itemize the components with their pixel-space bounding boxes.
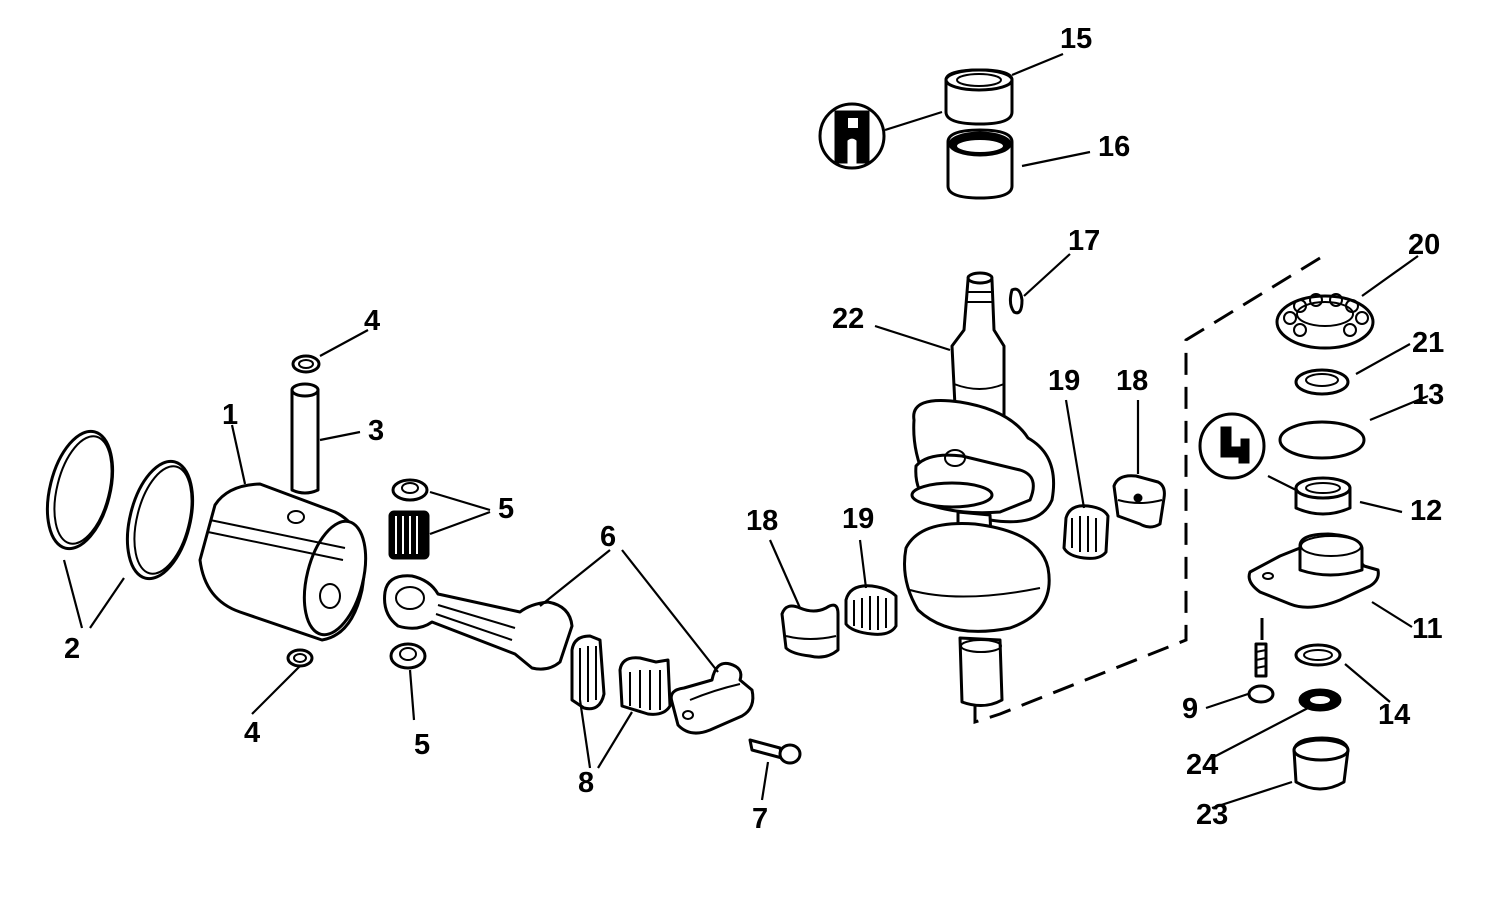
assembly-dashed-line [973, 256, 1321, 725]
retaining-ring [1294, 368, 1350, 396]
crankshaft-seal-top [944, 68, 1014, 126]
thrust-washer-top [391, 478, 429, 502]
callout-22: 22 [832, 303, 864, 335]
thrust-washer-bottom [389, 642, 427, 670]
o-ring [1278, 420, 1366, 460]
callout-8: 8 [578, 767, 594, 799]
callout-9: 9 [1182, 693, 1198, 725]
callout-5-lower: 5 [414, 729, 430, 761]
callout-16: 16 [1098, 131, 1130, 163]
seal-lower [1294, 476, 1352, 516]
crank-needle-bearing-upper [1062, 504, 1110, 560]
callout-5-upper: 5 [498, 493, 514, 525]
callout-21: 21 [1412, 327, 1444, 359]
callout-6: 6 [600, 521, 616, 553]
callout-15: 15 [1060, 23, 1092, 55]
callout-7: 7 [752, 803, 768, 835]
callout-19-upper: 19 [1048, 365, 1080, 397]
woodruff-key [1008, 287, 1024, 315]
seal-ring-24 [1298, 688, 1342, 712]
connecting-rod [383, 574, 574, 671]
callout-12: 12 [1410, 495, 1442, 527]
ball-bearing [1275, 293, 1375, 350]
bearing-balls [1283, 293, 1369, 337]
callout-3: 3 [368, 415, 384, 447]
lower-bearing-housing [1247, 532, 1380, 609]
washer [1294, 643, 1342, 667]
callout-18-lower: 18 [746, 505, 778, 537]
crank-needle-bearing-lower [844, 584, 898, 636]
callout-11: 11 [1412, 613, 1443, 645]
callout-24: 24 [1186, 749, 1218, 781]
piston [198, 482, 368, 642]
plug [1292, 736, 1350, 791]
callout-20: 20 [1408, 229, 1440, 261]
callout-18-upper: 18 [1116, 365, 1148, 397]
callout-23: 23 [1196, 799, 1228, 831]
callout-13: 13 [1412, 379, 1444, 411]
rod-bearing-half-right [618, 656, 672, 716]
crankshaft [903, 271, 1056, 707]
callout-17: 17 [1068, 225, 1100, 257]
needle-bearing-upper [388, 510, 430, 560]
callout-14: 14 [1378, 699, 1410, 731]
callout-1: 1 [222, 399, 238, 431]
crank-bearing-race-upper [1112, 474, 1166, 529]
callout-4-lower: 4 [244, 717, 260, 749]
cap-screw [748, 738, 802, 765]
leader-lines [62, 52, 1429, 810]
callout-4-upper: 4 [364, 305, 380, 337]
callout-19-lower: 19 [842, 503, 874, 535]
piston-rings [45, 429, 195, 581]
lock-ring-bottom [286, 648, 314, 668]
sealant-symbol-lower-icon [1198, 412, 1266, 480]
sealant-symbol-top-icon [818, 102, 886, 170]
needle-bearing-top [946, 128, 1014, 200]
callouts: 15 16 17 20 22 21 13 19 18 12 11 9 14 24… [64, 23, 1444, 835]
housing-screw [1247, 642, 1275, 704]
lock-ring-top [291, 354, 321, 374]
rod-bearing-half-left [570, 634, 606, 711]
piston-pin [290, 382, 320, 495]
callout-2: 2 [64, 633, 80, 665]
connecting-rod-cap [669, 661, 755, 735]
crank-bearing-race-lower [780, 603, 840, 659]
